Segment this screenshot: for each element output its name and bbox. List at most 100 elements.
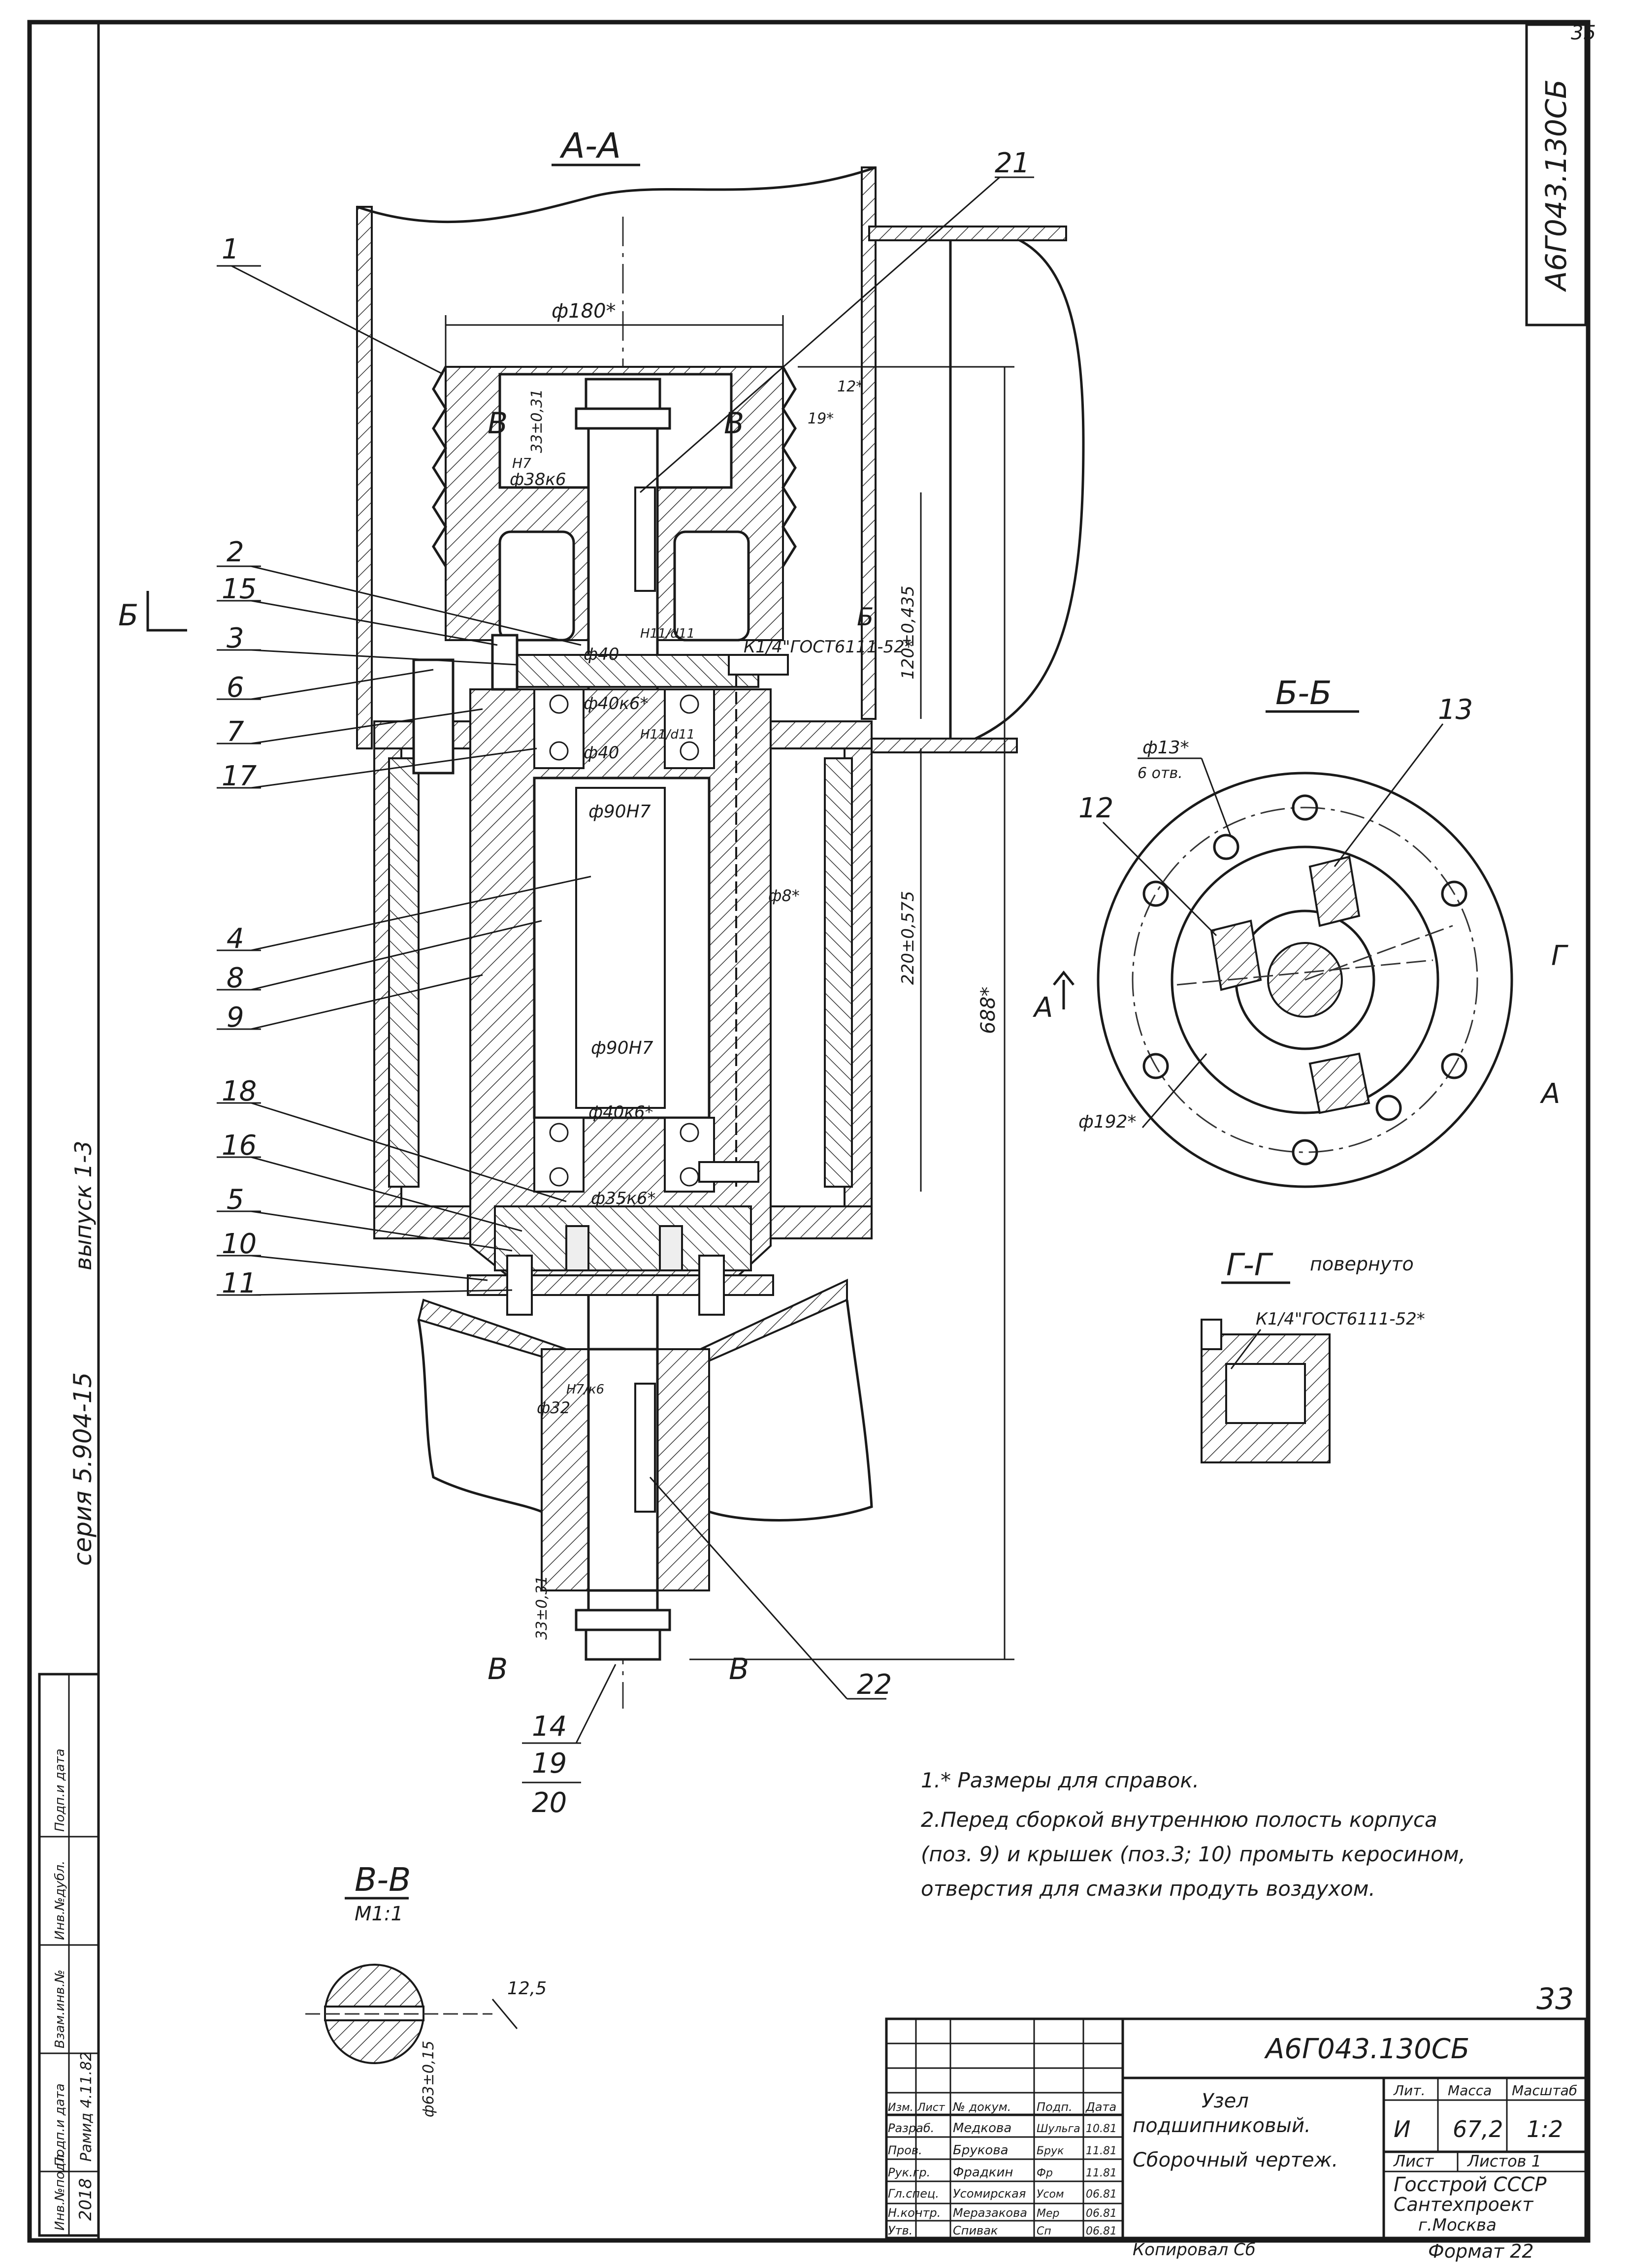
note-2: 2.Перед сборкой внутреннюю полость корпу… [921, 1808, 1437, 1832]
tb-col-sign: Подп. [1037, 2100, 1073, 2114]
seal-felt [565, 1225, 589, 1271]
dim-90-top: ф90Н7 [588, 802, 651, 822]
dim-32-fit: Н7/к6 [566, 1382, 604, 1397]
page-number: 33 [1536, 1982, 1574, 2016]
shell-inner-right [824, 757, 853, 1188]
pos-10: 10 [222, 1228, 257, 1260]
ball-7 [680, 1123, 699, 1142]
tb-lit: И [1394, 2116, 1410, 2142]
copied-label: Копировал Сб [1133, 2240, 1256, 2260]
tb-role-5: Н.контр. [888, 2206, 941, 2220]
pos-16: 16 [222, 1130, 257, 1162]
gg-bore [1225, 1363, 1306, 1424]
pos-19: 19 [532, 1748, 567, 1780]
bb-lug-12 [1210, 919, 1262, 991]
dim-19: 19* [808, 410, 834, 427]
bearing-top-right [664, 688, 715, 769]
tb-name-2: Брукова [953, 2143, 1009, 2158]
pos-9: 9 [227, 1002, 244, 1034]
tb-mass: 67,2 [1453, 2116, 1503, 2142]
bottom-bolt-left [506, 1255, 533, 1316]
view-aa-title: А-А [559, 126, 621, 166]
tb-role-2: Пров. [888, 2143, 922, 2157]
pulley-grooves-left [432, 366, 447, 567]
tb-sign-2: Брук [1037, 2145, 1064, 2157]
pos-6: 6 [227, 672, 244, 704]
duct-right-wall [861, 166, 877, 720]
pos-8: 8 [227, 962, 244, 994]
bb-lug-13 [1308, 855, 1361, 927]
dim-32: ф32 [537, 1398, 570, 1417]
pos-7: 7 [227, 716, 244, 748]
top-bolt [491, 634, 519, 691]
pos-3: 3 [227, 622, 244, 654]
vv-dim-63: ф63±0,15 [420, 2041, 437, 2117]
tb-date-4: 06.81 [1086, 2188, 1117, 2201]
vv-dim-leader [491, 1999, 518, 2029]
tb-scale-label: Масштаб [1512, 2082, 1577, 2099]
outlet-flange-top [868, 226, 1067, 241]
pos-12-leader [1102, 821, 1217, 937]
tb-name-4: Усомирская [953, 2187, 1026, 2201]
stamp-label-1: Инв.№подл. [53, 2150, 67, 2231]
tb-org2: Сантехпроект [1394, 2194, 1534, 2215]
tb-sign-5: Мер [1037, 2207, 1059, 2220]
pos-11: 11 [222, 1267, 257, 1299]
bb-gg-line [1304, 925, 1453, 981]
tb-scale: 1:2 [1527, 2116, 1563, 2142]
pos-22: 22 [857, 1669, 892, 1701]
tb-sign-1: Шульга [1037, 2123, 1080, 2135]
bottom-washer [575, 1609, 671, 1631]
gg-fitting [1201, 1319, 1222, 1350]
dim-35k6: ф35к6* [591, 1189, 656, 1208]
mark-a-bottom: А [1540, 1078, 1560, 1110]
tb-role-6: Утв. [888, 2224, 912, 2237]
side-outlet-curve [950, 228, 1085, 750]
bb-d192-leader [1141, 1053, 1207, 1128]
dim-40-mid-fit: Н11/d11 [640, 727, 695, 742]
ball-4 [680, 741, 699, 761]
tb-role-3: Рук.гр. [888, 2166, 930, 2179]
bb-cut-line [1176, 959, 1433, 986]
pos-14: 14 [532, 1711, 567, 1743]
view-vv-scale: М1:1 [355, 1903, 403, 1925]
code-box [1525, 23, 1587, 326]
thread-k14: К1/4"ГОСТ6111-52* [744, 637, 913, 657]
tb-col-doc: № докум. [952, 2100, 1011, 2114]
fan-left-contour [417, 1319, 542, 1513]
position-leaders [217, 176, 1034, 1744]
issue-vertical: выпуск 1-3 [70, 1140, 97, 1270]
tb-sign-4: Усом [1037, 2188, 1064, 2201]
stamp-label-4: Инв.№дубл. [53, 1861, 67, 1940]
gg-thread-leader [1230, 1329, 1262, 1369]
mark-a-left-arrow [1053, 970, 1074, 1009]
mark-v-bottom-left: В [488, 1652, 508, 1686]
tb-role-1: Разраб. [888, 2121, 934, 2135]
fan-right-contour [709, 1299, 873, 1522]
dim-40-top: ф40 [584, 645, 619, 664]
stamp-value-2: Рамид 4.11.82 [78, 2052, 95, 2162]
bb-holes-dim: ф13* [1142, 738, 1189, 758]
tb-org1: Госстрой СССР [1394, 2173, 1547, 2196]
tb-name-line1: Узел [1202, 2090, 1249, 2112]
duct-top-edge [357, 166, 876, 224]
ball-1 [549, 694, 569, 714]
tb-sign-3: Фр [1037, 2167, 1053, 2179]
pos-15: 15 [222, 573, 257, 605]
bb-bolt-circle [1132, 807, 1478, 1153]
dim-38: ф38к6 [510, 470, 566, 489]
bb-bolt-holes [1142, 794, 1467, 1166]
tb-lit-label: Лит. [1393, 2082, 1425, 2099]
tb-date-1: 10.81 [1086, 2123, 1117, 2135]
tb-name-5: Меразакова [953, 2206, 1027, 2220]
tb-date-2: 11.81 [1086, 2145, 1117, 2157]
duct-left-wall [356, 206, 373, 749]
tb-date-3: 11.81 [1086, 2167, 1117, 2179]
tb-name-line2: подшипниковый. [1133, 2114, 1311, 2137]
pos-5: 5 [227, 1184, 244, 1216]
pos-13: 13 [1438, 694, 1473, 726]
tb-name-6: Спивак [953, 2224, 998, 2237]
housing-inner-shaft-section [575, 787, 666, 1109]
tb-date-5: 06.81 [1086, 2207, 1117, 2220]
